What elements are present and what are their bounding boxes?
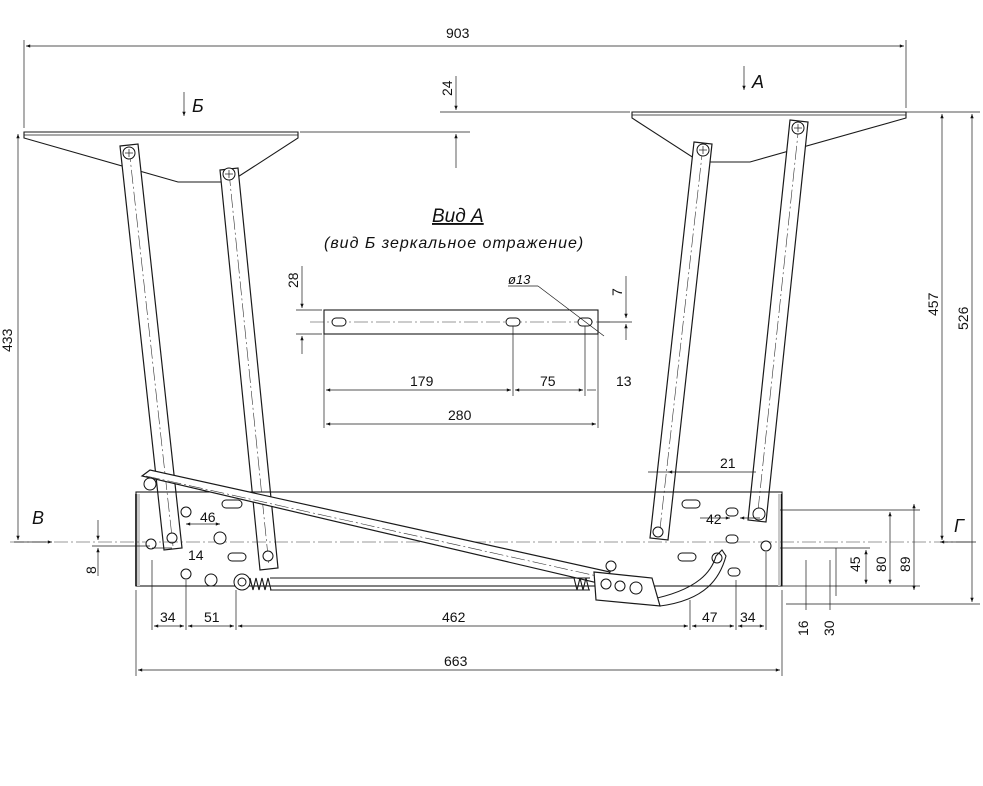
dim-179: 179 <box>410 373 434 389</box>
dim-903: 903 <box>446 25 470 41</box>
label-g: Г <box>954 516 965 536</box>
dim-30: 30 <box>821 620 837 636</box>
dim-80: 80 <box>873 556 889 572</box>
dim-7: 7 <box>609 288 625 296</box>
view-a-subtitle: (вид Б зеркальное отражение) <box>324 235 584 252</box>
dim-75: 75 <box>540 373 556 389</box>
left-arm-2 <box>219 167 279 571</box>
dim-433: 433 <box>0 328 15 352</box>
dim-13: 13 <box>616 373 632 389</box>
dim-14: 14 <box>188 547 204 563</box>
view-a-bar <box>310 285 612 337</box>
base-plate <box>10 491 970 607</box>
dim-663: 663 <box>444 653 468 669</box>
left-arm-1 <box>119 143 183 551</box>
label-a: А <box>751 72 764 92</box>
right-arm-1 <box>649 141 713 541</box>
label-v: В <box>32 508 44 528</box>
dim-hole-dia: ø13 <box>508 272 531 287</box>
dim-457: 457 <box>925 292 941 316</box>
dim-34-right: 34 <box>740 609 756 625</box>
dimension-lines <box>14 40 980 676</box>
dim-47: 47 <box>702 609 718 625</box>
view-a-title: Вид А <box>432 206 484 227</box>
right-arm-2 <box>747 119 809 523</box>
dim-21: 21 <box>720 455 736 471</box>
label-b: Б <box>192 96 204 116</box>
dim-89: 89 <box>897 556 913 572</box>
dim-34-left: 34 <box>160 609 176 625</box>
dim-526: 526 <box>955 306 971 330</box>
dim-45: 45 <box>847 556 863 572</box>
left-top-plate <box>23 131 299 183</box>
spring-assembly <box>233 571 661 607</box>
dim-16: 16 <box>795 620 811 636</box>
dim-28: 28 <box>285 272 301 288</box>
dim-42: 42 <box>706 511 722 527</box>
dim-24: 24 <box>439 80 455 96</box>
right-top-plate <box>631 111 907 163</box>
diagonal-link <box>140 469 611 585</box>
dim-462: 462 <box>442 609 466 625</box>
dim-46: 46 <box>200 509 216 525</box>
dim-8: 8 <box>83 566 99 574</box>
dim-280: 280 <box>448 407 472 423</box>
dim-51: 51 <box>204 609 220 625</box>
